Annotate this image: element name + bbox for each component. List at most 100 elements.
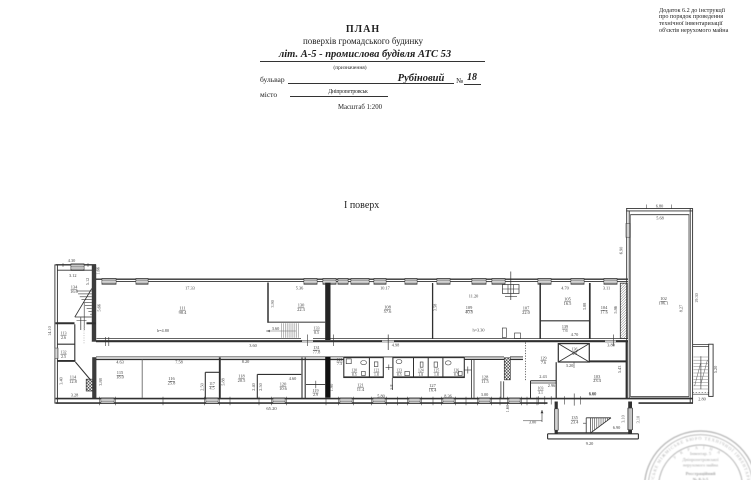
svg-text:4.70: 4.70 [561,285,569,290]
svg-text:120: 120 [280,382,287,387]
svg-text:20.5: 20.5 [238,378,246,383]
svg-text:16.5: 16.5 [564,301,572,306]
svg-text:8.36: 8.36 [444,393,452,398]
svg-text:Реєстраційний: Реєстраційний [686,471,716,476]
svg-text:122: 122 [374,368,380,372]
svg-text:98.4: 98.4 [179,310,187,315]
svg-text:4.63: 4.63 [116,359,124,364]
svg-text:126: 126 [453,368,459,372]
svg-text:3.40: 3.40 [59,377,64,385]
svg-text:119: 119 [313,388,319,393]
svg-text:5.20: 5.20 [713,366,718,374]
svg-text:2.80: 2.80 [698,396,706,401]
svg-text:5.68: 5.68 [656,216,664,221]
svg-text:109: 109 [466,305,473,310]
svg-text:5.43: 5.43 [617,366,622,374]
svg-text:25.8: 25.8 [168,381,176,386]
svg-text:16.0: 16.0 [70,289,78,294]
svg-text:3.80: 3.80 [607,342,615,347]
svg-text:6.90: 6.90 [613,425,621,430]
svg-text:135: 135 [571,415,578,420]
svg-text:3.10: 3.10 [635,416,640,424]
svg-text:1.90: 1.90 [329,384,334,392]
svg-text:4.9: 4.9 [572,351,577,356]
svg-text:нерухомого майна: нерухомого майна [683,462,718,467]
svg-text:124: 124 [418,368,424,372]
svg-text:11.4: 11.4 [357,387,365,392]
svg-text:108: 108 [384,305,391,310]
svg-text:130: 130 [298,303,305,308]
svg-text:6.60: 6.60 [589,391,597,396]
svg-text:8.5: 8.5 [314,330,319,335]
svg-text:8.20: 8.20 [242,359,250,364]
svg-text:22.3: 22.3 [297,307,305,312]
svg-text:3.60: 3.60 [272,326,280,331]
svg-text:115: 115 [117,370,124,375]
svg-text:16.4: 16.4 [429,388,437,393]
svg-text:129: 129 [540,355,546,360]
svg-text:3.88: 3.88 [582,303,587,311]
svg-text:3.12: 3.12 [69,273,77,278]
svg-text:5.80: 5.80 [377,393,385,398]
svg-text:Дніпропетровської: Дніпропетровської [682,457,719,462]
svg-text:103: 103 [538,387,544,391]
svg-text:5.66: 5.66 [97,303,102,311]
svg-text:8.5: 8.5 [454,373,459,377]
svg-text:5.88: 5.88 [221,378,226,386]
svg-text:2.50: 2.50 [199,383,204,391]
svg-text:5.86: 5.86 [613,305,618,313]
svg-text:4.60: 4.60 [289,376,297,381]
svg-text:2.50: 2.50 [258,383,263,391]
svg-text:3.58: 3.58 [433,304,438,312]
svg-text:133: 133 [313,326,319,331]
svg-text:111: 111 [179,306,185,311]
svg-text:12.8: 12.8 [69,379,77,384]
svg-text:Інвентар. 5: Інвентар. 5 [690,451,712,456]
svg-text:18.0: 18.0 [116,375,124,380]
svg-text:57.6: 57.6 [384,309,392,314]
svg-text:10.6: 10.6 [279,386,287,391]
svg-text:2.43: 2.43 [539,374,547,379]
svg-text:118: 118 [238,374,245,379]
svg-text:2.9: 2.9 [313,392,318,397]
svg-text:10.17: 10.17 [380,286,391,291]
svg-text:1.8: 1.8 [434,373,439,377]
svg-text:3.11: 3.11 [603,285,610,290]
svg-text:121: 121 [336,357,342,362]
svg-text:2.40: 2.40 [251,383,256,391]
svg-text:2.96: 2.96 [548,383,556,388]
svg-text:6.60: 6.60 [589,391,597,396]
svg-text:14.10: 14.10 [47,326,52,336]
svg-text:127: 127 [429,383,436,388]
svg-text:3.00: 3.00 [529,419,537,424]
svg-text:3.90: 3.90 [270,300,275,308]
svg-text:3.60: 3.60 [249,343,257,348]
svg-text:7.6: 7.6 [541,360,546,365]
svg-text:4.5: 4.5 [210,386,215,391]
svg-text:116: 116 [168,376,175,381]
svg-text:6.80: 6.80 [656,204,664,209]
svg-text:139: 139 [562,324,568,329]
svg-text:8.5: 8.5 [397,373,402,377]
svg-text:113: 113 [61,330,67,335]
svg-text:8.5: 8.5 [352,373,357,377]
svg-text:114: 114 [70,375,77,380]
svg-text:105: 105 [564,297,571,302]
svg-text:11.20: 11.20 [469,294,479,299]
svg-text:23.4: 23.4 [593,378,601,383]
svg-text:117: 117 [209,381,215,386]
svg-text:h=3.30: h=3.30 [472,328,484,333]
svg-text:6.90: 6.90 [619,247,624,255]
svg-text:9.20: 9.20 [586,441,594,446]
svg-text:104: 104 [601,305,608,310]
svg-text:121: 121 [357,383,364,388]
svg-text:7.3: 7.3 [337,361,342,366]
svg-text:120: 120 [351,368,357,372]
svg-text:3.8: 3.8 [390,385,394,390]
svg-text:106.1: 106.1 [659,301,669,306]
svg-text:7.58: 7.58 [175,359,183,364]
svg-text:123: 123 [396,368,402,372]
svg-text:11.5: 11.5 [481,379,489,384]
svg-text:4.98: 4.98 [392,343,400,348]
svg-text:136: 136 [572,347,578,352]
